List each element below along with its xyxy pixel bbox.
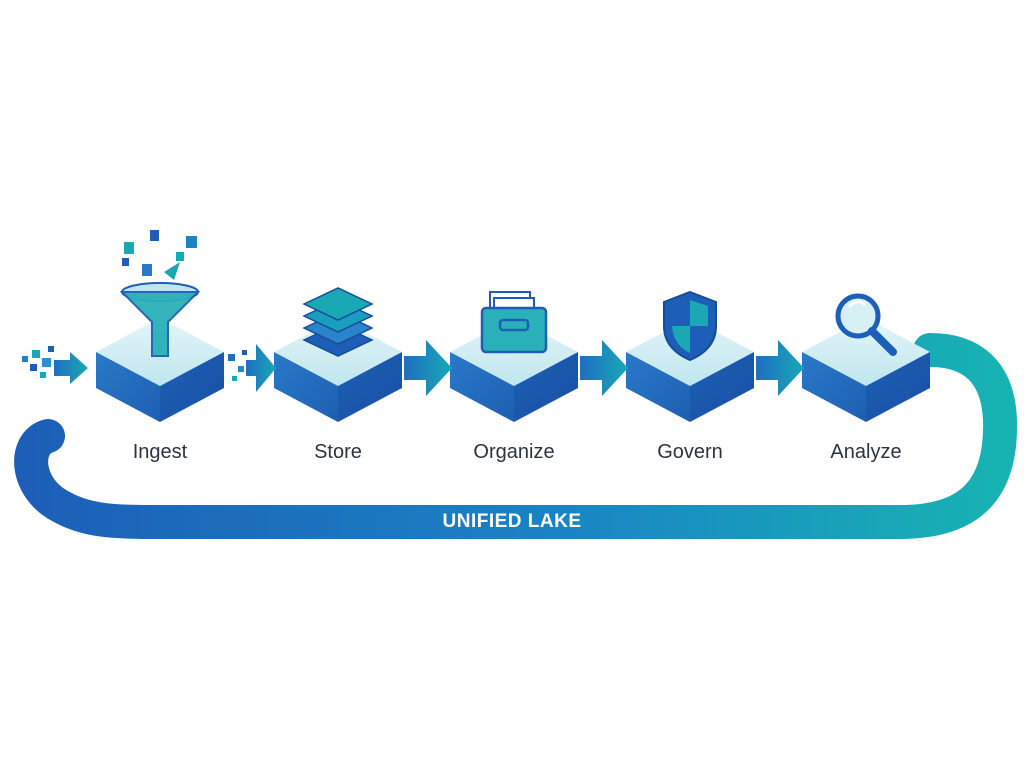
- stacked-layers-icon: [302, 287, 374, 357]
- stage-ingest: [96, 318, 224, 422]
- stage-analyze: [802, 318, 930, 422]
- stage-label-govern: Govern: [657, 441, 723, 463]
- funnel-icon: [119, 230, 201, 357]
- flow-arrow-organize-govern: [580, 340, 628, 396]
- stage-label-organize: Organize: [473, 441, 554, 463]
- stage-label-store: Store: [314, 441, 362, 463]
- magnifier-icon: [835, 293, 897, 356]
- stage-label-analyze: Analyze: [830, 441, 901, 463]
- flow-arrow-store-organize: [404, 340, 452, 396]
- stage-label-ingest: Ingest: [133, 441, 188, 463]
- unified-lake-label: UNIFIED LAKE: [443, 511, 582, 532]
- flow-arrow-ingest-store: [228, 344, 276, 392]
- unified-lake-band: UNIFIED LAKE: [14, 333, 1018, 539]
- file-drawer-icon: [480, 291, 548, 354]
- incoming-data-icon: [22, 346, 88, 384]
- flow-arrow-govern-analyze: [756, 340, 804, 396]
- shield-icon: [663, 290, 717, 362]
